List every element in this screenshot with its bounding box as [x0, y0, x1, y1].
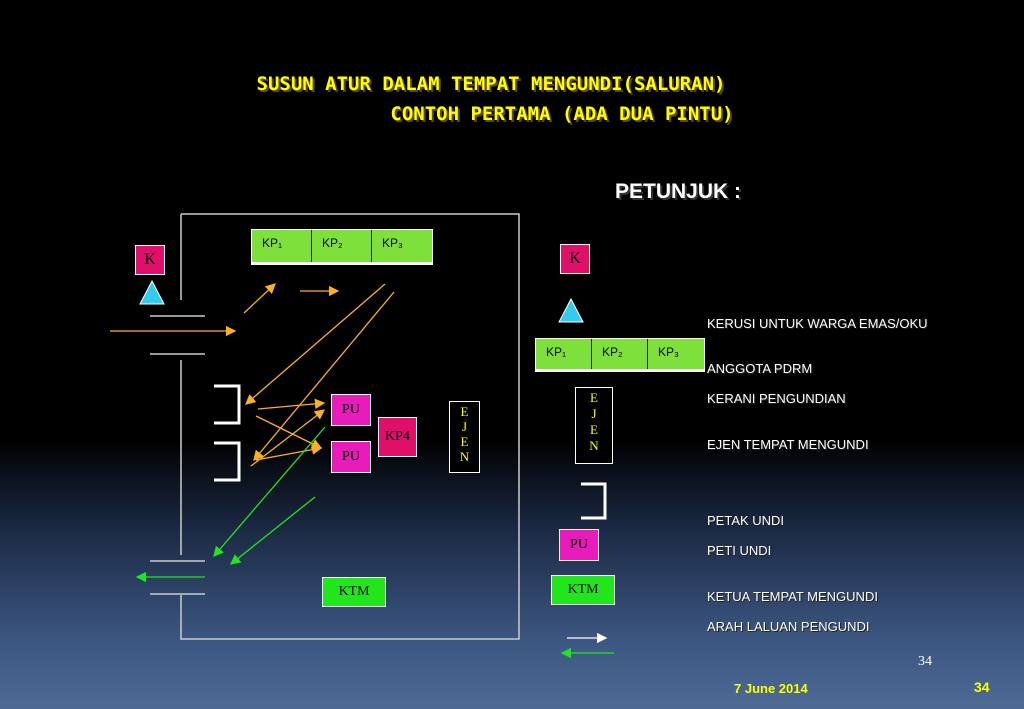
legend-heading: PETUNJUK : [615, 180, 742, 203]
legend-kerani-label: KERANI PENGUNDIAN [707, 391, 846, 406]
legend-petak-label: PETAK UNDI [707, 513, 785, 528]
ejen-letter: E [590, 422, 598, 437]
slide-number: 34 [974, 679, 990, 695]
ejen-box: E J E N [449, 401, 480, 473]
oku-chair-triangle [139, 279, 165, 305]
legend-pu-box: PU [559, 529, 599, 561]
legend-kp1-cell: KP₁ [536, 339, 592, 369]
legend-kp3-cell: KP₃ [648, 339, 704, 369]
ejen-letter: N [459, 449, 470, 464]
pu-box-bottom: PU [331, 441, 371, 473]
legend-ejen-label: EJEN TEMPAT MENGUNDI [707, 437, 869, 452]
legend-kp2-cell: KP₂ [592, 339, 648, 369]
footer-date: 7 June 2014 [734, 681, 808, 696]
ktm-box: KTM [322, 577, 386, 607]
kp2-cell: KP₂ [312, 230, 372, 262]
ejen-letter: E [460, 404, 469, 419]
legend-kerusi-label: KERUSI UNTUK WARGA EMAS/OKU [707, 316, 928, 331]
green-arrows [135, 426, 326, 583]
legend-ejen-box: E J E N [575, 387, 613, 464]
orange-arrows [110, 283, 395, 467]
legend-arah-label: ARAH LALUAN PENGUNDI [707, 619, 870, 634]
k-box: K [135, 245, 165, 275]
legend-peti-label: PETI UNDI [707, 543, 772, 558]
ejen-letter: E [460, 434, 469, 449]
room-outline [180, 213, 520, 640]
voting-booths [214, 384, 241, 482]
legend-k-box: K [560, 244, 590, 274]
page-number: 34 [918, 654, 932, 669]
ejen-letter: N [589, 438, 599, 453]
slide-title-line2: CONTOH PERTAMA (ADA DUA PINTU) [390, 103, 734, 125]
entrance-door [150, 315, 205, 355]
exit-door [150, 560, 205, 595]
pu-box-top: PU [331, 394, 371, 426]
slide-title-line1: SUSUN ATUR DALAM TEMPAT MENGUNDI(SALURAN… [256, 73, 726, 95]
legend-booth [581, 482, 607, 520]
kp-row: KP₁ KP₂ KP₃ [251, 229, 433, 265]
legend-triangle [558, 297, 584, 323]
ejen-letter: J [461, 419, 468, 434]
ejen-letter: E [590, 390, 598, 405]
legend-pdrm-label: ANGGOTA PDRM [707, 361, 813, 376]
kp3-cell: KP₃ [372, 230, 432, 262]
legend-kp-row: KP₁ KP₂ KP₃ [535, 338, 705, 372]
legend-ktm-box: KTM [551, 575, 615, 605]
legend-ketua-label: KETUA TEMPAT MENGUNDI [707, 589, 878, 604]
ejen-letter: J [591, 406, 597, 421]
kp1-cell: KP₁ [252, 230, 312, 262]
kp4-box: KP4 [378, 417, 417, 457]
